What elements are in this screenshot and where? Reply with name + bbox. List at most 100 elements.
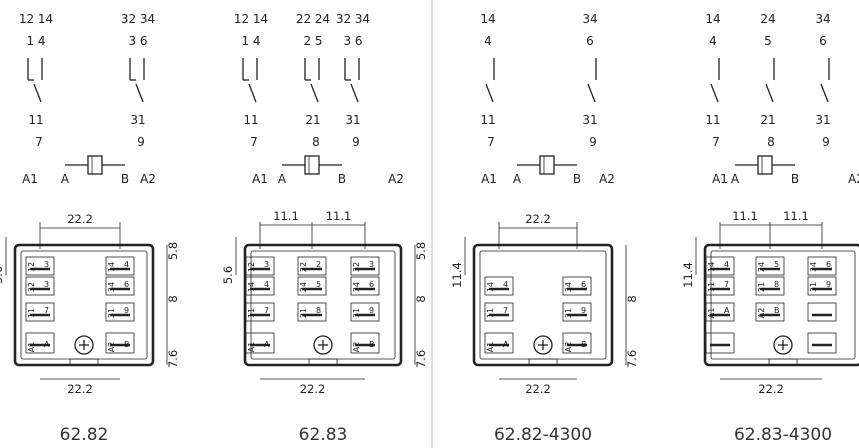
slot-cell — [484, 302, 514, 322]
contact-common-terminal: 31 — [130, 113, 145, 127]
contact-common-terminal: 31 — [815, 113, 830, 127]
slot-pin-label: 6 — [826, 260, 831, 269]
slot-terminal-label: 11 — [486, 308, 495, 318]
coil-terminal-a: A — [731, 172, 740, 186]
slot-cell — [105, 302, 135, 322]
switch-blade — [350, 83, 359, 103]
slot-terminal-label: 31 — [564, 308, 573, 318]
slot-pin-label: 7 — [264, 306, 269, 315]
contact-top-terminals: 32 34 — [121, 12, 155, 26]
slot-terminal-label: A1 — [486, 342, 495, 353]
slot-cell — [705, 302, 735, 322]
slot-cell — [25, 332, 55, 354]
coil-terminal-a1: A1 — [22, 172, 38, 186]
contact-pin-number: 7 — [35, 135, 43, 149]
contact-pin-number: 7 — [712, 135, 720, 149]
slot-terminal-label: 21 — [299, 308, 308, 318]
coil-terminal-a: A — [513, 172, 522, 186]
slot-terminal-label: A1 — [27, 342, 36, 353]
slot-pin-label: 7 — [724, 280, 729, 289]
slot-cell — [705, 276, 735, 296]
slot-terminal-label: 24 — [299, 282, 308, 292]
slot-cell — [350, 276, 380, 296]
slot-pin-label: 9 — [369, 306, 374, 315]
slot-cell — [484, 276, 514, 296]
slot-cell — [807, 276, 837, 296]
dim-left: 11.4 — [450, 262, 464, 288]
coil-terminal-a1: A1 — [252, 172, 268, 186]
coil-terminal-a2: A2 — [140, 172, 156, 186]
contact-top-terminals: 22 24 — [296, 12, 330, 26]
slot-terminal-label: 12 — [247, 262, 256, 272]
slot-pin-label: 7 — [44, 306, 49, 315]
coil-terminal-b: B — [791, 172, 799, 186]
contact-common-terminal: 31 — [345, 113, 360, 127]
slot-pin-label: 5 — [774, 260, 779, 269]
slot-pin-label: 3 — [44, 280, 49, 289]
dim-right-mid: 8 — [414, 295, 428, 302]
dimensions: 11.111.122.211.487.6 — [681, 209, 823, 396]
slot-pin-label: 6 — [369, 280, 374, 289]
slot-cell — [297, 276, 327, 296]
switch-blade — [820, 83, 829, 103]
slot-cell — [562, 332, 592, 354]
contact-mid-terminals: 3 6 — [128, 34, 147, 48]
contact-mid-terminals: 2 5 — [303, 34, 322, 48]
slot-cell — [245, 276, 275, 296]
slot-terminal-label: A1 — [707, 308, 716, 319]
dim-top: 22.2 — [67, 212, 93, 226]
slot-terminal-label: 32 — [27, 282, 36, 292]
slot-cell — [25, 256, 55, 276]
slot-pin-label: A — [44, 340, 50, 349]
coil-body — [87, 155, 103, 175]
dim-left: 11.4 — [681, 262, 695, 288]
contact-mid-terminals: 6 — [586, 34, 594, 48]
slot-pin-label: 7 — [503, 306, 508, 315]
contact-common-terminal: 11 — [480, 113, 495, 127]
slot-cell — [350, 302, 380, 322]
dim-top-right: 11.1 — [783, 209, 809, 223]
contact-mid-terminals: 4 — [484, 34, 492, 48]
slot: 24 5 — [755, 256, 785, 276]
dim-right-top: 5.8 — [166, 242, 180, 260]
slot-terminal-label: A1 — [247, 342, 256, 353]
contact-common-terminal: 11 — [243, 113, 258, 127]
coil-terminal-b: B — [573, 172, 581, 186]
slot-cell — [755, 276, 785, 296]
dim-left: 5.6 — [0, 266, 5, 284]
slot-cell — [484, 332, 514, 354]
slot-pin-label: A — [503, 340, 509, 349]
coil-terminal-a: A — [61, 172, 70, 186]
slot: 32 3 — [25, 276, 55, 296]
slot-cell — [755, 256, 785, 276]
slot-pin-label: A — [724, 306, 730, 315]
slot-pin-label: 4 — [264, 280, 269, 289]
slot-cell — [105, 332, 135, 354]
contact-pin-number: 9 — [137, 135, 145, 149]
contact-2: 32 34 3 6 31 9 — [121, 12, 155, 149]
mounting-screw — [74, 335, 94, 355]
dim-bottom: 22.2 — [300, 382, 326, 396]
slot-terminal-label: 14 — [486, 282, 495, 292]
slot-terminal-label: 14 — [107, 262, 116, 272]
slot-terminal-label: 24 — [757, 262, 766, 272]
slot-terminal-label: 12 — [27, 262, 36, 272]
slot — [807, 302, 837, 322]
dim-right-top: 5.8 — [414, 242, 428, 260]
coil-slot — [807, 332, 837, 354]
